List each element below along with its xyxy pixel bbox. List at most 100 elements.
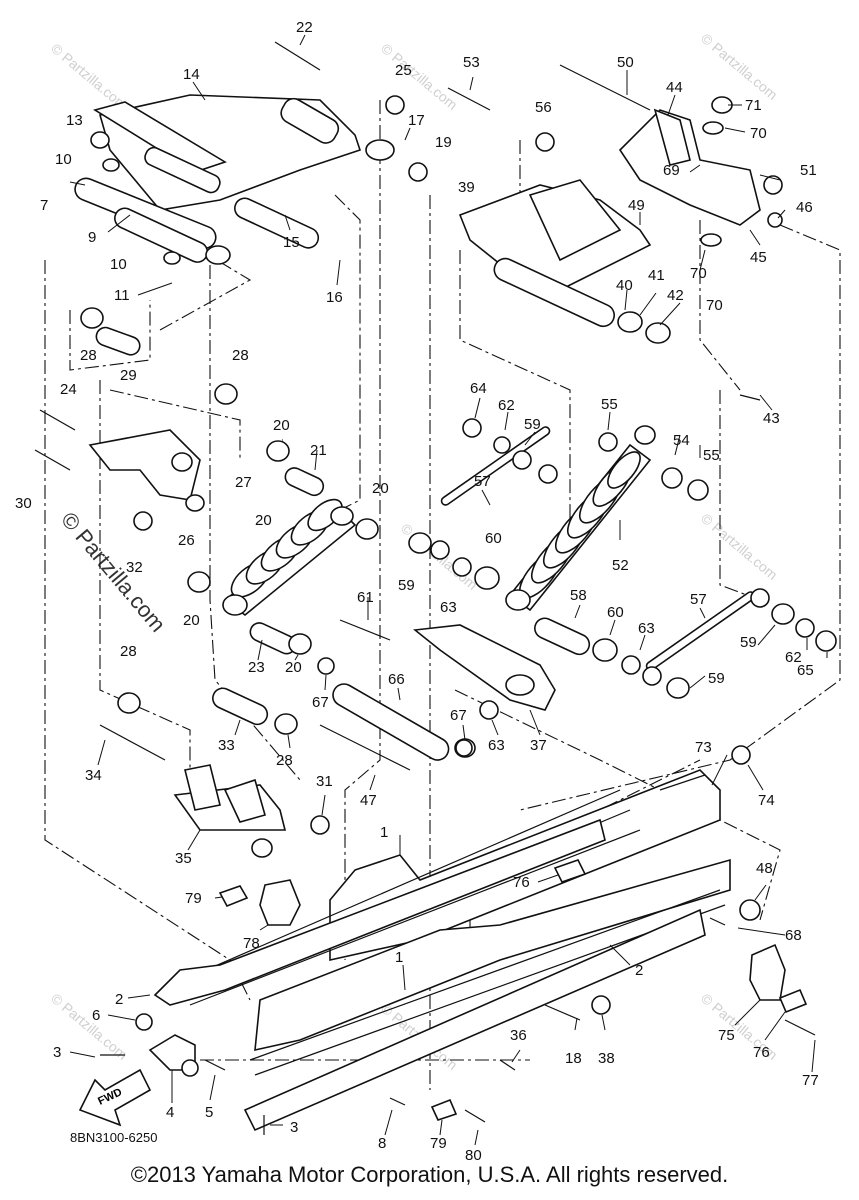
callout-24: 24 bbox=[60, 381, 77, 398]
bolt bbox=[389, 1097, 406, 1106]
slide-rail-2 bbox=[153, 818, 706, 1132]
assembly-line bbox=[209, 265, 301, 781]
callout-3: 3 bbox=[53, 1044, 61, 1061]
callout-19: 20 bbox=[255, 512, 272, 529]
link-rods bbox=[95, 326, 770, 761]
bolt bbox=[319, 724, 411, 771]
bolt bbox=[339, 619, 391, 641]
callout-70: 70 bbox=[690, 265, 707, 282]
callout-35: 35 bbox=[175, 850, 192, 867]
callout-72: 71 bbox=[745, 97, 762, 114]
callout-74: 74 bbox=[758, 792, 775, 809]
copyright-footer: ©2013 Yamaha Motor Corporation, U.S.A. A… bbox=[130, 1162, 729, 1187]
callout-7: 7 bbox=[40, 197, 48, 214]
callout-61: 61 bbox=[357, 589, 374, 606]
callout-32: 32 bbox=[126, 559, 143, 576]
callout-31: 31 bbox=[316, 773, 333, 790]
small-parts bbox=[80, 95, 837, 1121]
callout-80: 80 bbox=[465, 1147, 482, 1164]
callout-70: 70 bbox=[750, 125, 767, 142]
callout-27: 27 bbox=[235, 474, 252, 491]
bolt bbox=[39, 409, 76, 431]
shock-absorber-52 bbox=[505, 425, 656, 612]
callout-10: 10 bbox=[55, 151, 72, 168]
callout-39: 39 bbox=[458, 179, 475, 196]
bolt bbox=[739, 394, 761, 401]
callout-25: 25 bbox=[395, 62, 412, 79]
callout-12: 13 bbox=[66, 112, 83, 129]
callout-45: 45 bbox=[750, 249, 767, 266]
callout-23: 23 bbox=[248, 659, 265, 676]
callout-15: 16 bbox=[326, 289, 343, 306]
assembly-line bbox=[719, 390, 761, 601]
callout-73: 73 bbox=[695, 739, 712, 756]
callout-47: 47 bbox=[360, 792, 377, 809]
callout-21: 21 bbox=[310, 442, 327, 459]
callout-68: 68 bbox=[785, 927, 802, 944]
bolt bbox=[274, 41, 321, 71]
bolt bbox=[447, 87, 491, 111]
rear-arm-39 bbox=[458, 179, 671, 344]
block-78 bbox=[259, 879, 301, 926]
callout-10: 10 bbox=[110, 256, 127, 273]
block-75 bbox=[749, 943, 786, 1001]
callout-28: 28 bbox=[276, 752, 293, 769]
bolts bbox=[34, 41, 816, 1135]
callout-20: 20 bbox=[372, 480, 389, 497]
callout-28: 28 bbox=[232, 347, 249, 364]
pivot-block-37 bbox=[412, 624, 556, 711]
assembly-line bbox=[699, 220, 741, 391]
callout-60: 60 bbox=[485, 530, 502, 547]
callout-34: 34 bbox=[85, 767, 102, 784]
callout-3: 3 bbox=[290, 1119, 298, 1136]
callout-37: 37 bbox=[530, 737, 547, 754]
callout-57: 57 bbox=[690, 591, 707, 608]
bolt bbox=[659, 774, 706, 791]
callout-40: 40 bbox=[616, 277, 633, 294]
callout-63: 63 bbox=[440, 599, 457, 616]
callout-26: 26 bbox=[178, 532, 195, 549]
callout-16: 17 bbox=[408, 112, 425, 129]
watermark-tile: © Partzilla.com bbox=[698, 30, 781, 103]
assembly-line bbox=[459, 250, 571, 560]
callout-57: 57 bbox=[474, 473, 491, 490]
diagram-code: 8BN3100-6250 bbox=[70, 1130, 158, 1145]
bracket-45 bbox=[618, 108, 761, 226]
shock-absorber-19 bbox=[222, 498, 357, 617]
callout-52: 52 bbox=[612, 557, 629, 574]
callout-76: 76 bbox=[513, 874, 530, 891]
callout-64: 63 bbox=[488, 737, 505, 754]
callout-41: 41 bbox=[648, 267, 665, 284]
assembly-line bbox=[319, 194, 361, 521]
callout-71: 70 bbox=[706, 297, 723, 314]
callout-42: 42 bbox=[667, 287, 684, 304]
callout-43: 43 bbox=[763, 410, 780, 427]
callout-50: 50 bbox=[617, 54, 634, 71]
callout-1: 1 bbox=[380, 824, 388, 841]
callout-33: 33 bbox=[218, 737, 235, 754]
callout-4: 4 bbox=[166, 1104, 174, 1121]
callout-17: 18 bbox=[565, 1050, 582, 1067]
watermark-tile: © Partzilla.com bbox=[48, 40, 131, 113]
callout-76: 76 bbox=[753, 1044, 770, 1061]
bolt bbox=[544, 1004, 581, 1021]
callout-13: 14 bbox=[183, 66, 200, 83]
callout-67: 67 bbox=[450, 707, 467, 724]
callout-67: 67 bbox=[312, 694, 329, 711]
callout-66: 66 bbox=[388, 671, 405, 688]
assembly-line bbox=[69, 300, 151, 371]
bolt bbox=[784, 1019, 816, 1036]
callout-62: 62 bbox=[785, 649, 802, 666]
callout-labels: 22 14 25 53 50 44 71 13 17 56 70 19 10 5… bbox=[15, 19, 819, 1164]
callout-28: 28 bbox=[80, 347, 97, 364]
callout-44: 44 bbox=[666, 79, 683, 96]
callout-79: 79 bbox=[185, 890, 202, 907]
part-4 bbox=[148, 1034, 196, 1071]
callout-65: 65 bbox=[797, 662, 814, 679]
callout-69: 69 bbox=[663, 162, 680, 179]
bolt bbox=[464, 1109, 486, 1123]
callout-1: 1 bbox=[395, 949, 403, 966]
callout-20: 20 bbox=[273, 417, 290, 434]
callout-48: 48 bbox=[756, 860, 773, 877]
